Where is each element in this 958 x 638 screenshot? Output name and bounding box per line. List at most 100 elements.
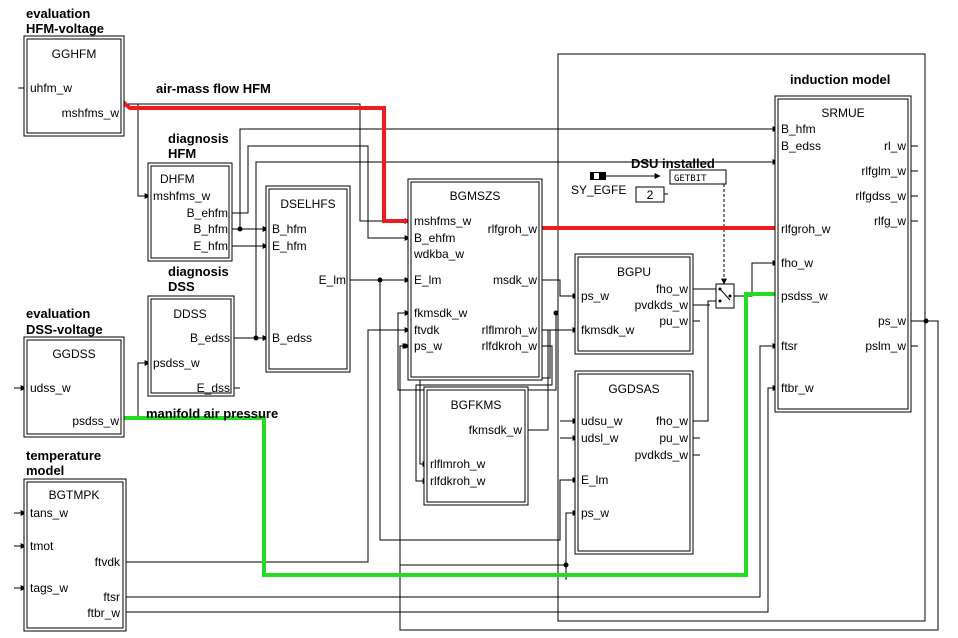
port-rlfg-w: rlfg_w bbox=[874, 214, 906, 228]
port-ftbr-w: ftbr_w bbox=[87, 606, 120, 620]
port-fkmsdk-w: fkmsdk_w bbox=[414, 306, 468, 320]
port-ps-w: ps_w bbox=[581, 289, 609, 303]
block-bgmszs[interactable]: BGMSZS mshfms_w rlfgroh_w B_ehfm wdkba_w… bbox=[407, 178, 543, 381]
port-e-hfm: E_hfm bbox=[272, 239, 307, 253]
port-udsu-w: udsu_w bbox=[581, 414, 623, 428]
bit-constant: 2 bbox=[647, 188, 654, 202]
port-pu-w: pu_w bbox=[659, 314, 688, 328]
port-rlfgroh-w: rlfgroh_w bbox=[781, 222, 831, 236]
port-e-lm: E_lm bbox=[414, 273, 441, 287]
port-ftsr: ftsr bbox=[103, 590, 120, 604]
port-rlfglm-w: rlfglm_w bbox=[861, 164, 906, 178]
port-fkmsdk-w: fkmsdk_w bbox=[469, 423, 523, 437]
port-fho-w: fho_w bbox=[781, 256, 813, 270]
label-temp-2: model bbox=[26, 463, 64, 478]
block-title: GGDSS bbox=[52, 347, 95, 361]
port-e-lm: E_lm bbox=[319, 273, 346, 287]
port-rlfdkroh-w: rlfdkroh_w bbox=[482, 339, 538, 353]
port-tags-w: tags_w bbox=[30, 581, 68, 595]
block-title: DSELHFS bbox=[280, 197, 335, 211]
port-e-hfm: E_hfm bbox=[193, 239, 228, 253]
block-bgpu[interactable]: BGPU fho_w ps_w pvdkds_w pu_w fkmsdk_w bbox=[574, 253, 694, 355]
block-bgtmpk[interactable]: BGTMPK tans_w tmot ftvdk tags_w ftsr ftb… bbox=[23, 478, 127, 632]
port-ftbr-w: ftbr_w bbox=[781, 381, 814, 395]
port-udsl-w: udsl_w bbox=[581, 431, 619, 445]
block-title: SRMUE bbox=[821, 106, 864, 120]
port-e-dss: E_dss bbox=[197, 381, 230, 395]
port-b-edss: B_edss bbox=[272, 331, 312, 345]
port-tmot: tmot bbox=[30, 539, 54, 553]
port-fho-w: fho_w bbox=[656, 414, 688, 428]
label-eval-hfm-1: evaluation bbox=[26, 6, 90, 21]
dsu-getbit: SY_EGFE 2 GETBIT bbox=[571, 169, 727, 203]
label-diag-hfm-2: HFM bbox=[168, 146, 196, 161]
block-title: DDSS bbox=[173, 307, 206, 321]
block-title: BGTMPK bbox=[49, 488, 100, 502]
bit-constant-box bbox=[635, 186, 665, 203]
block-dselhfs[interactable]: DSELHFS B_hfm E_hfm E_lm B_edss bbox=[265, 185, 351, 373]
port-fkmsdk-w: fkmsdk_w bbox=[581, 323, 635, 337]
port-b-edss: B_edss bbox=[781, 139, 821, 153]
label-diag-hfm-1: diagnosis bbox=[168, 131, 229, 146]
port-mshfms-w: mshfms_w bbox=[153, 189, 211, 203]
block-title: BGPU bbox=[617, 265, 651, 279]
port-pu-w: pu_w bbox=[659, 431, 688, 445]
port-uhfm-w: uhfm_w bbox=[30, 81, 72, 95]
port-ftvdk: ftvdk bbox=[414, 323, 440, 337]
block-title: BGFKMS bbox=[451, 398, 502, 412]
port-wdkba-w: wdkba_w bbox=[413, 247, 464, 261]
sy-egfe-label: SY_EGFE bbox=[571, 183, 626, 197]
label-induction: induction model bbox=[790, 72, 890, 87]
dsu-switch bbox=[715, 283, 735, 309]
port-b-ehfm: B_ehfm bbox=[187, 206, 228, 220]
port-ftvdk: ftvdk bbox=[95, 555, 121, 569]
port-psdss-w: psdss_w bbox=[72, 414, 119, 428]
signal-wires bbox=[14, 85, 939, 631]
block-title: DHFM bbox=[160, 172, 195, 186]
block-bgfkms[interactable]: BGFKMS fkmsdk_w rlflmroh_w rlfdkroh_w bbox=[423, 386, 529, 506]
port-ps-w: ps_w bbox=[414, 339, 442, 353]
port-pvdkds-w: pvdkds_w bbox=[635, 448, 689, 462]
port-psdss-w: psdss_w bbox=[153, 356, 200, 370]
port-pvdkds-w: pvdkds_w bbox=[635, 298, 689, 312]
block-title: BGMSZS bbox=[450, 189, 501, 203]
block-srmue[interactable]: SRMUE B_hfm B_edss rl_w rlfglm_w rlfgdss… bbox=[774, 95, 912, 413]
label-manifold: manifold air pressure bbox=[146, 406, 278, 421]
port-pslm-w: pslm_w bbox=[865, 339, 906, 353]
block-ddss[interactable]: DDSS B_edss psdss_w E_dss bbox=[147, 295, 235, 397]
block-title: GGHFM bbox=[52, 47, 97, 61]
label-diag-dss-2: DSS bbox=[168, 279, 195, 294]
port-msdk-w: msdk_w bbox=[493, 273, 537, 287]
port-b-edss: B_edss bbox=[190, 331, 230, 345]
induction-model-frame bbox=[557, 53, 926, 622]
block-dhfm[interactable]: DHFM mshfms_w B_ehfm B_hfm E_hfm bbox=[147, 162, 233, 262]
label-air-mass-flow: air-mass flow HFM bbox=[156, 81, 271, 96]
block-title: GGDSAS bbox=[608, 382, 659, 396]
port-udss-w: udss_w bbox=[30, 381, 71, 395]
label-eval-dss-2: DSS-voltage bbox=[26, 322, 103, 337]
getbit-box bbox=[669, 169, 727, 185]
port-ps-w: ps_w bbox=[878, 314, 906, 328]
port-fho-w: fho_w bbox=[656, 282, 688, 296]
port-mshfms-w: mshfms_w bbox=[62, 106, 120, 120]
port-psdss-w: psdss_w bbox=[781, 289, 828, 303]
label-eval-hfm-2: HFM-voltage bbox=[26, 21, 104, 36]
port-e-lm: E_lm bbox=[581, 473, 608, 487]
label-temp-1: temperature bbox=[26, 448, 101, 463]
block-ggdsas[interactable]: GGDSAS udsu_w fho_w udsl_w pu_w pvdkds_w… bbox=[574, 370, 694, 555]
port-b-ehfm: B_ehfm bbox=[414, 231, 455, 245]
port-rlfdkroh-w: rlfdkroh_w bbox=[430, 474, 486, 488]
port-mshfms-w: mshfms_w bbox=[414, 214, 472, 228]
port-rlfgroh-w: rlfgroh_w bbox=[488, 222, 538, 236]
label-eval-dss-1: evaluation bbox=[26, 306, 90, 321]
port-tans-w: tans_w bbox=[30, 506, 68, 520]
block-gghfm[interactable]: GGHFM uhfm_w mshfms_w bbox=[23, 35, 125, 137]
port-ftsr: ftsr bbox=[781, 339, 798, 353]
block-ggdss[interactable]: GGDSS udss_w psdss_w bbox=[23, 336, 125, 438]
port-b-hfm: B_hfm bbox=[781, 122, 816, 136]
port-rlflmroh-w: rlflmroh_w bbox=[482, 323, 538, 337]
port-rlflmroh-w: rlflmroh_w bbox=[430, 457, 486, 471]
port-b-hfm: B_hfm bbox=[272, 222, 307, 236]
section-labels: evaluation HFM-voltage air-mass flow HFM… bbox=[26, 6, 890, 478]
